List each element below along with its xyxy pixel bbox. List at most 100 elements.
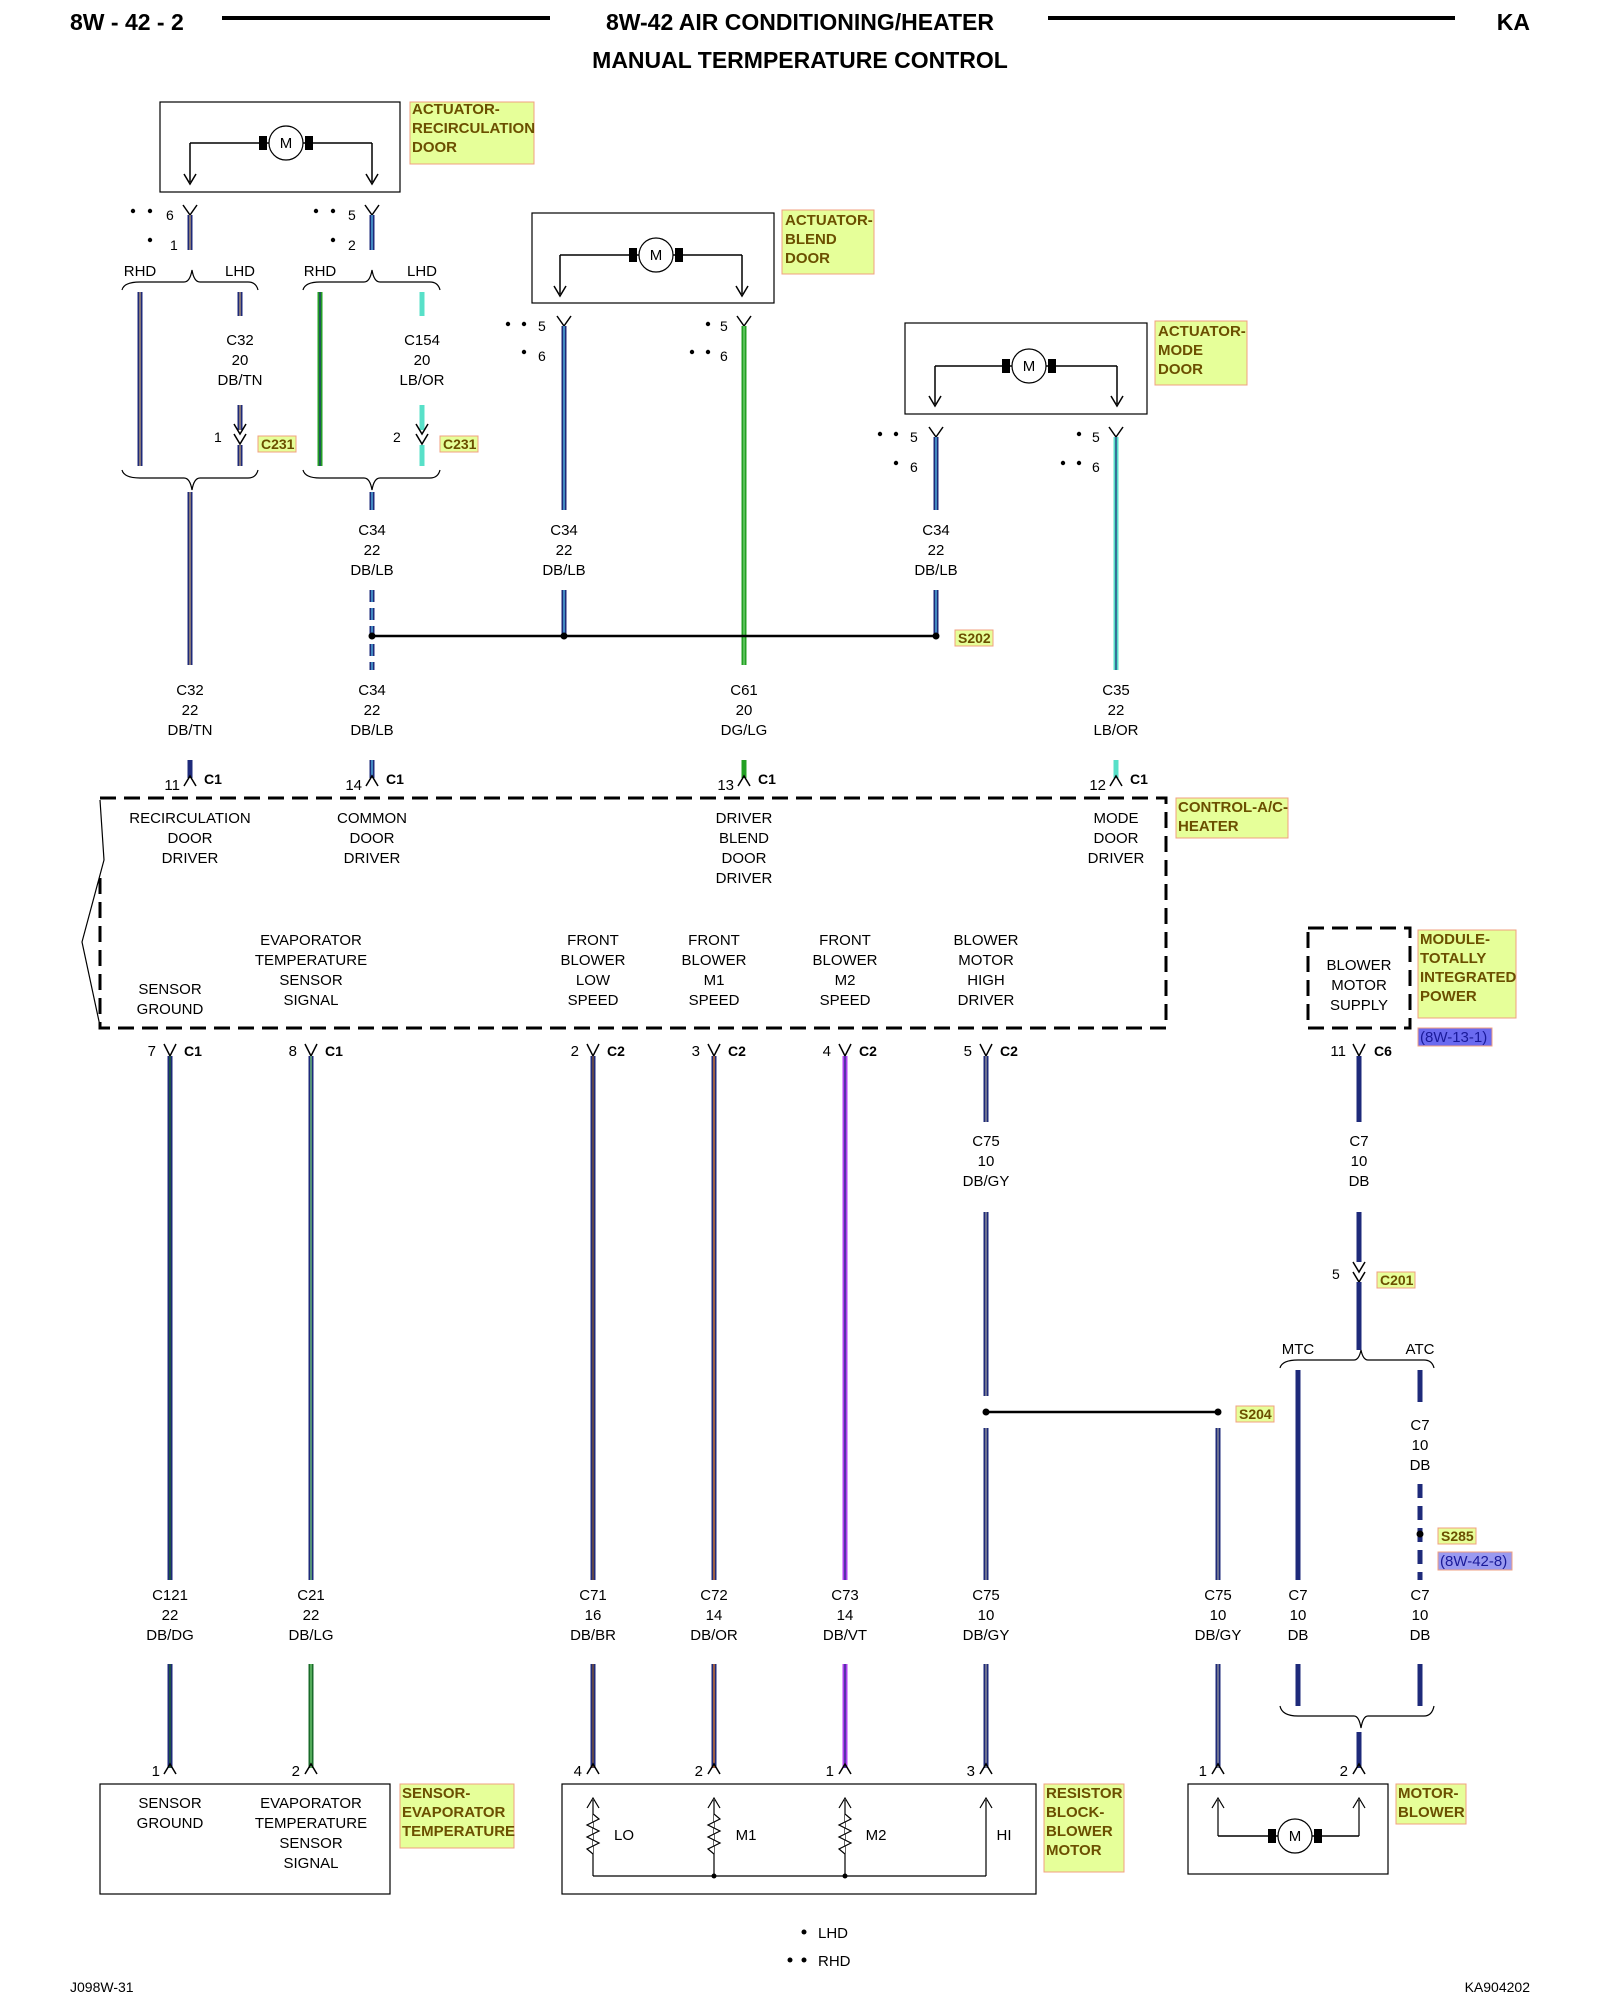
svg-text:ATC: ATC	[1406, 1341, 1435, 1358]
svg-text:5: 5	[348, 207, 356, 223]
svg-text:M: M	[1289, 1828, 1302, 1845]
svg-text:C1: C1	[386, 771, 404, 787]
svg-text:6: 6	[538, 348, 546, 364]
svg-text:6: 6	[910, 459, 918, 475]
lower-wires	[167, 1056, 1423, 1768]
svg-text:2: 2	[348, 237, 356, 253]
s202-splice: S202	[368, 629, 994, 647]
blend-door-actuator: M	[531, 212, 775, 304]
svg-text:11: 11	[164, 777, 180, 794]
svg-text:5: 5	[1092, 429, 1100, 445]
svg-text:12: 12	[1089, 777, 1106, 794]
footer-code-right: KA904202	[1465, 1979, 1531, 1995]
svg-text:S285: S285	[1441, 1528, 1474, 1544]
c231-connector-1: 1 C231	[214, 423, 297, 453]
svg-text:S204: S204	[1239, 1406, 1272, 1422]
model-code: KA	[1497, 9, 1530, 35]
motor-icon	[638, 237, 674, 273]
svg-text:8: 8	[289, 1043, 297, 1060]
svg-text:5: 5	[720, 318, 728, 334]
c201-connector: 5 C201	[1332, 1261, 1416, 1350]
svg-text:C2: C2	[607, 1043, 625, 1059]
svg-text:C1: C1	[204, 771, 222, 787]
lower-bracket-1	[121, 469, 259, 491]
svg-text:C6: C6	[1374, 1043, 1392, 1059]
ref-link-8w-42-8[interactable]: (8W-42-8)	[1440, 1553, 1507, 1570]
recirc-pins: 6 1 5 2	[130, 204, 380, 253]
svg-text:C2: C2	[859, 1043, 877, 1059]
svg-text:4: 4	[574, 1763, 582, 1780]
svg-text:5: 5	[964, 1043, 972, 1060]
svg-text:S202: S202	[958, 630, 991, 646]
motor-icon	[1277, 1818, 1313, 1854]
svg-text:LO: LO	[614, 1827, 634, 1844]
recirculation-actuator: M	[159, 101, 401, 193]
mode-door-actuator: M	[904, 322, 1148, 415]
svg-text:5: 5	[538, 318, 546, 334]
svg-text:6: 6	[720, 348, 728, 364]
blower-motor: M	[1187, 1783, 1389, 1875]
svg-text:LHD: LHD	[818, 1925, 848, 1942]
svg-text:1: 1	[214, 429, 222, 445]
svg-text:RHD: RHD	[818, 1953, 851, 1970]
blower-motor-resistor-block: LO M1 M2 HI	[561, 1783, 1037, 1895]
svg-text:1: 1	[170, 237, 178, 253]
svg-text:5: 5	[910, 429, 918, 445]
mtc-atc-split: MTC ATC	[1279, 1341, 1435, 1369]
diagram-subtitle: MANUAL TERMPERATURE CONTROL	[592, 47, 1008, 73]
svg-text:1: 1	[152, 1763, 160, 1780]
svg-text:1: 1	[1199, 1763, 1207, 1780]
svg-text:6: 6	[1092, 459, 1100, 475]
label-motor-blower: MOTOR-BLOWER	[1395, 1783, 1467, 1825]
bottom-device-pins: 1 2 4 2 1 3 1 2	[152, 1762, 1366, 1780]
upper-wires	[137, 215, 1119, 778]
s204-splice: S204	[982, 1405, 1275, 1423]
svg-text:C201: C201	[1380, 1272, 1414, 1288]
svg-text:1: 1	[826, 1763, 834, 1780]
svg-text:M: M	[1023, 358, 1036, 375]
diagram-title: 8W-42 AIR CONDITIONING/HEATER	[606, 9, 994, 35]
svg-text:3: 3	[967, 1763, 975, 1780]
svg-text:RHD: RHD	[124, 263, 157, 280]
ref-link-8w-13-1[interactable]: (8W-13-1)	[1420, 1029, 1487, 1046]
ctrl-bottom-pins: 7 C1 8 C1 2 C2 3 C2 4 C2 5 C2	[148, 1043, 1018, 1060]
blower-motor-bracket	[1279, 1705, 1435, 1729]
svg-text:M: M	[280, 135, 293, 152]
resistor-icon	[837, 1813, 853, 1855]
